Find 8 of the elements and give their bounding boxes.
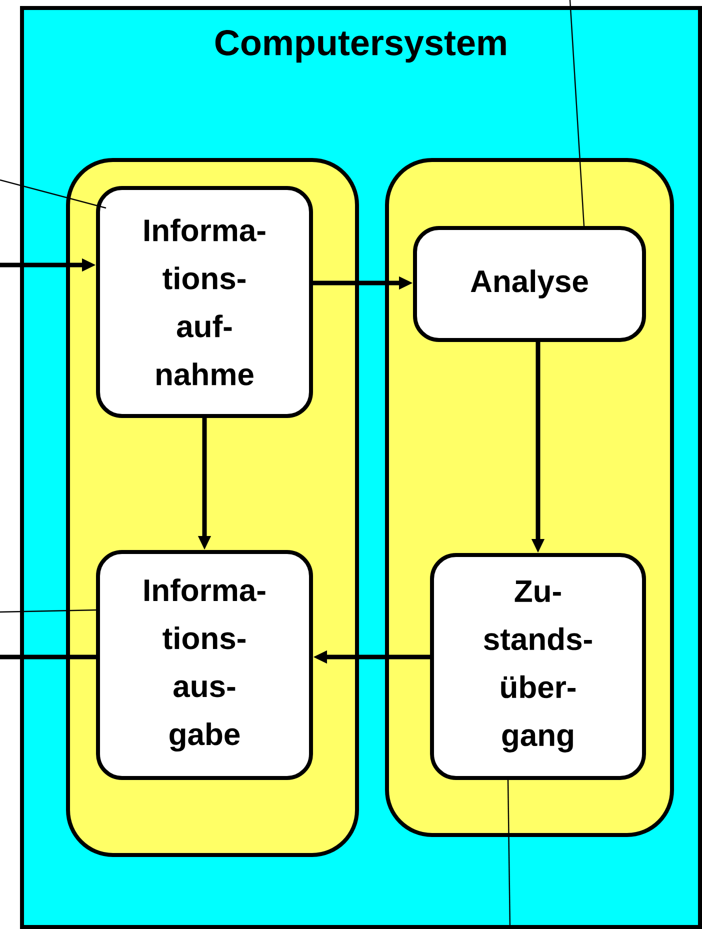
connector-line <box>0 654 96 660</box>
leader-line <box>0 609 96 613</box>
leader-line <box>569 0 585 226</box>
process-box: Informa- tions- auf- nahme <box>96 186 313 418</box>
process-box: Informa- tions- aus- gabe <box>96 550 313 780</box>
leader-line <box>0 179 106 209</box>
process-box: Analyse <box>413 226 646 342</box>
process-box: Zu- stands- über- gang <box>430 553 646 780</box>
